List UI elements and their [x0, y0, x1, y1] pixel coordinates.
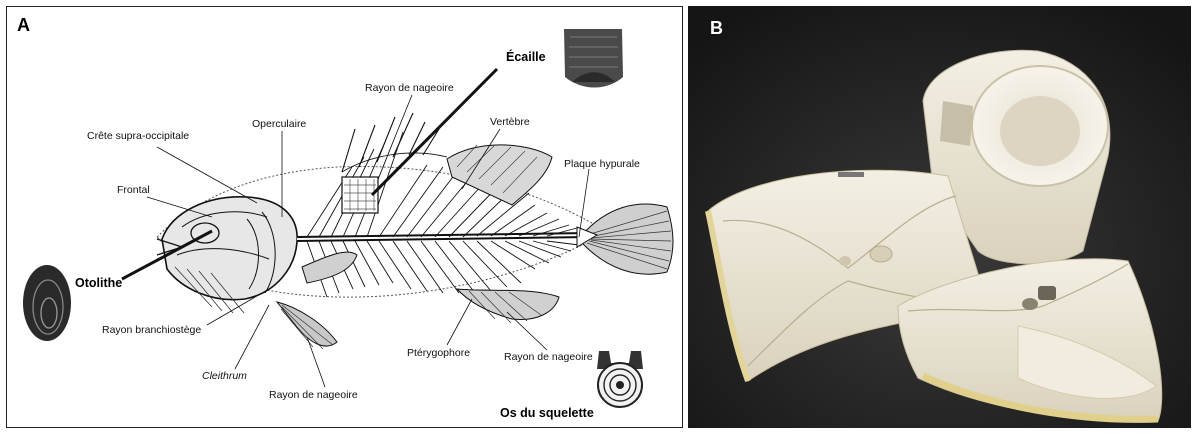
dorsal-fin-soft [447, 145, 552, 205]
pelvic-fin [277, 302, 337, 349]
dorsal-fin-spiny [342, 113, 447, 172]
scale-image [564, 29, 623, 88]
label-rayon-branchiostege: Rayon branchiostège [102, 324, 201, 336]
label-otolithe: Otolithe [75, 276, 122, 290]
caudal-fin [577, 204, 673, 274]
vertebra-models-photo: B [688, 6, 1191, 428]
label-rayon-nageoire-pelvien: Rayon de nageoire [269, 389, 358, 401]
label-cleithrum: Cleithrum [202, 370, 247, 382]
anal-fin [457, 289, 559, 323]
label-plaque-hypurale: Plaque hypurale [564, 158, 640, 170]
fish-skeleton-diagram: Rayon de nageoire Écaille Vertèbre Crête… [7, 7, 684, 429]
panel-a: A [6, 6, 683, 428]
otolith-image [23, 265, 71, 341]
label-pterygophore: Ptérygophore [407, 347, 470, 359]
label-operculaire: Operculaire [252, 118, 306, 130]
panel-b-letter: B [710, 18, 723, 38]
label-vertebre: Vertèbre [490, 116, 530, 128]
pectoral-fin [302, 252, 357, 283]
label-ecaille: Écaille [506, 49, 546, 64]
label-os-du-squelette: Os du squelette [500, 406, 594, 420]
skull [157, 197, 297, 313]
label-rayon-nageoire-anal: Rayon de nageoire [504, 351, 593, 363]
panel-b-photo: B [688, 6, 1191, 428]
label-rayon-nageoire-dorsal: Rayon de nageoire [365, 82, 454, 94]
vertebra-image [597, 351, 643, 407]
label-crete-supra-occipitale: Crête supra-occipitale [87, 130, 189, 142]
label-frontal: Frontal [117, 184, 150, 196]
